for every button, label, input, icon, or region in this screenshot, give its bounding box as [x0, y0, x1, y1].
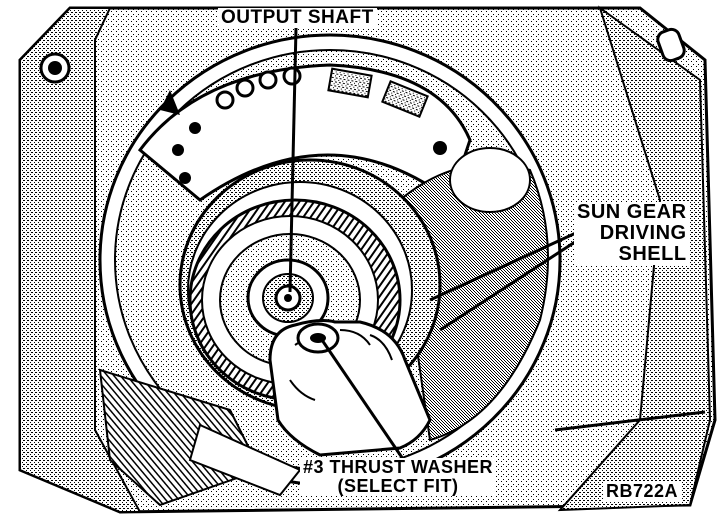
leader-output-shaft [288, 27, 298, 293]
case-bolt [39, 52, 71, 84]
thrust-washer-label-line-1: #3 THRUST WASHER [303, 457, 494, 477]
figure-code-label: RB722A [603, 482, 682, 501]
leader-thrust-washer [320, 339, 407, 463]
case-plug [656, 27, 686, 63]
thrust-washer-label: #3 THRUST WASHER (SELECT FIT) [300, 457, 497, 496]
output-shaft-hub [246, 258, 330, 338]
leader-arrow [554, 410, 706, 432]
leader-lines [288, 27, 706, 463]
clutch-pack [98, 368, 302, 507]
sun-gear-label-line-1: SUN GEAR [577, 201, 687, 223]
technician-hand [268, 319, 432, 457]
sun-gear-label-line-2: DRIVING [599, 222, 687, 244]
retainer-plate [137, 63, 472, 203]
thrust-washer-label-line-2: (SELECT FIT) [337, 475, 459, 496]
sun-gear-driving-shell-label: SUN GEAR DRIVING SHELL [574, 202, 690, 265]
thrust-washer [296, 322, 340, 354]
leader-sun-gear-a [429, 230, 579, 302]
leader-sun-gear-b [439, 238, 579, 332]
output-shaft-label: OUTPUT SHAFT [218, 8, 377, 28]
sun-gear-label-line-3: SHELL [618, 243, 687, 265]
